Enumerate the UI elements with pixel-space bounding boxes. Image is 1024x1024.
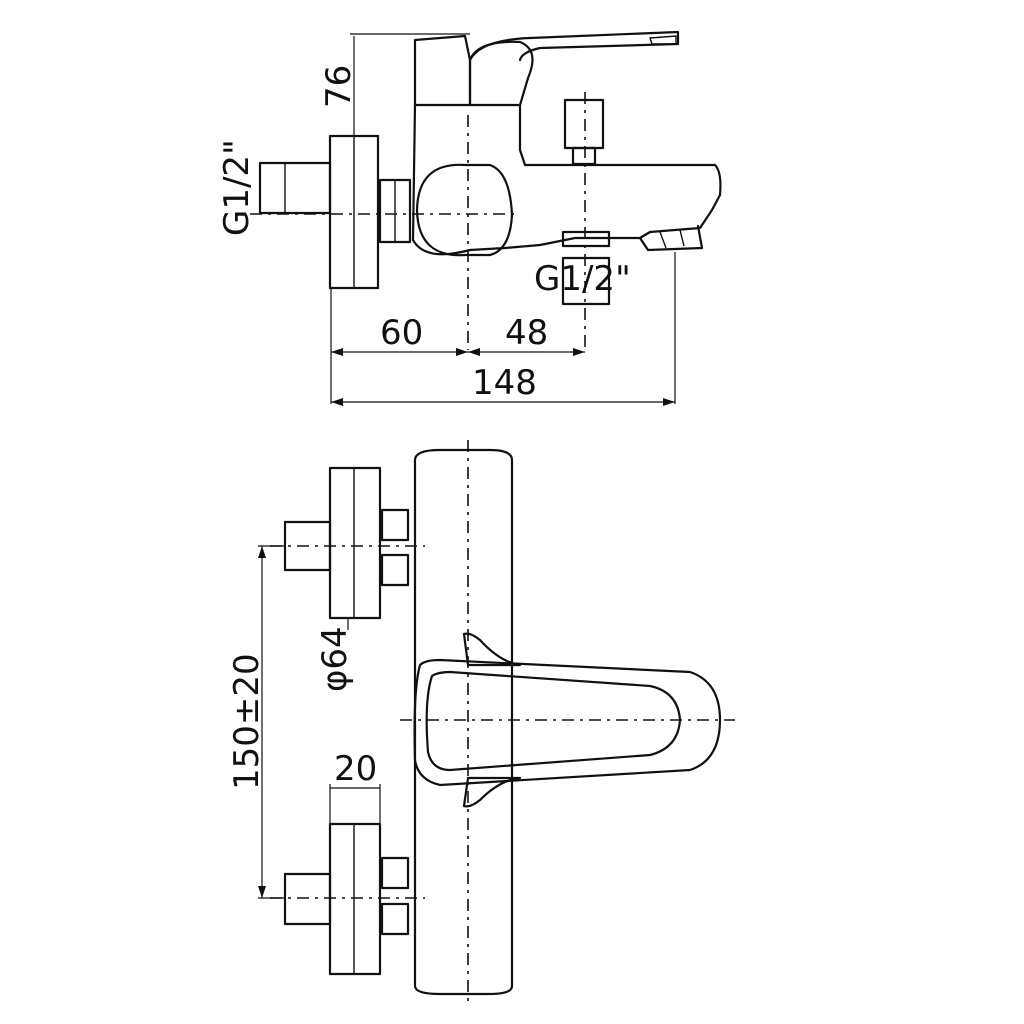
- shower-outlet-nipple: [561, 256, 611, 306]
- spout-lower-wing: [462, 776, 522, 808]
- body-oval-left: [415, 163, 514, 257]
- spout-outlet: [638, 224, 704, 252]
- dim-20-label: 20: [334, 749, 377, 789]
- cartridge-housing: [413, 34, 472, 107]
- inlet-nipple: [258, 161, 332, 215]
- dim-148-arrow-left: [331, 398, 343, 406]
- dim-150-label: 150±20: [227, 653, 267, 790]
- lower-nut-bottom: [380, 902, 410, 936]
- dim-60-label: 60: [380, 313, 423, 353]
- dim-150-arrow-bottom: [258, 886, 266, 898]
- body-cylinder: [413, 448, 514, 996]
- lever-tip: [649, 35, 677, 45]
- dim-148-arrow-right: [663, 398, 675, 406]
- spout-front-inner: [425, 670, 682, 772]
- upper-nut-bottom: [380, 553, 410, 587]
- spout-front-outline: [413, 658, 722, 787]
- lower-nipple: [283, 872, 332, 926]
- dim-60-arrow-right: [456, 348, 468, 356]
- upper-flange: [328, 466, 382, 620]
- dim-48-arrow-right: [573, 348, 585, 356]
- lower-flange: [328, 822, 382, 976]
- dim-64-label: φ64: [315, 626, 355, 692]
- upper-nut-top: [380, 508, 410, 542]
- dim-60-arrow-left: [331, 348, 343, 356]
- lever-handle: [468, 30, 680, 62]
- dim-150-arrow-top: [258, 546, 266, 558]
- dim-148-label: 148: [472, 363, 537, 403]
- thread-bottom-label: G1/2": [534, 259, 631, 299]
- dim-48-label: 48: [505, 313, 548, 353]
- thread-left-label: G1/2": [217, 139, 257, 236]
- diverter-stem: [571, 146, 597, 166]
- front-elevation-view: 150±20 φ64 20: [227, 440, 735, 1004]
- spout-upper-wing: [462, 632, 522, 667]
- dim-48-arrow-left: [468, 348, 480, 356]
- dim-76-label: 76: [319, 65, 359, 108]
- lower-nut-top: [380, 856, 410, 890]
- mixer-body-outline: [411, 103, 722, 256]
- diverter-knob: [563, 98, 605, 150]
- cartridge-cap: [468, 40, 534, 107]
- spout-aerator: [659, 229, 685, 249]
- side-elevation-view: 76 G1/2" G1/2" 60 48 148: [217, 30, 722, 406]
